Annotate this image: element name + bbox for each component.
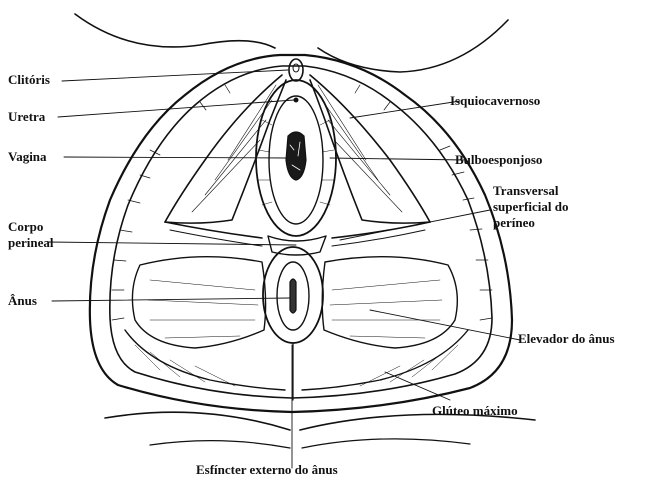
leader-vagina: [64, 157, 286, 158]
anal-opening: [290, 279, 296, 313]
label-corpo-perineal: Corpo perineal: [8, 219, 54, 251]
leader-clitoris: [62, 70, 288, 81]
label-transversal-line1: Transversal: [493, 183, 568, 199]
upper-skin-contour: [75, 14, 275, 48]
leader-elevador: [370, 310, 520, 340]
clitoris-shape: [289, 59, 303, 81]
pelvic-outline-inner: [110, 66, 492, 398]
label-bulboesponjoso: Bulboesponjoso: [455, 152, 542, 168]
urethra-opening: [294, 98, 298, 102]
label-corpo-perineal-line1: Corpo: [8, 219, 54, 235]
transverse-perineal-left: [165, 222, 262, 238]
gluteus-right: [302, 330, 468, 390]
gluteus-left: [125, 330, 285, 390]
leader-anus: [52, 298, 290, 301]
label-transversal-line3: períneo: [493, 215, 568, 231]
perineal-body: [268, 236, 326, 255]
transverse-perineal-right: [332, 222, 430, 238]
label-transversal: Transversal superficial do períneo: [493, 183, 568, 231]
gluteal-fold-right: [302, 439, 470, 448]
label-clitoris: Clitóris: [8, 72, 50, 88]
label-isquiocavernoso: Isquiocavernoso: [450, 93, 540, 109]
leader-corpo-perineal: [48, 242, 296, 245]
label-corpo-perineal-line2: perineal: [8, 235, 54, 251]
pelvic-outline-outer: [90, 55, 512, 412]
vaginal-opening: [286, 132, 306, 180]
label-gluteo: Glúteo máximo: [432, 403, 518, 419]
leader-transversal: [340, 210, 490, 240]
gluteal-fold-left: [150, 441, 290, 448]
label-esfincter: Esfíncter externo do ânus: [196, 462, 338, 478]
ischiocavernosus-right: [310, 75, 430, 223]
label-vagina: Vagina: [8, 149, 47, 165]
lower-skin-contour: [105, 412, 290, 430]
leader-gluteo: [385, 372, 450, 400]
label-elevador: Elevador do ânus: [518, 331, 615, 347]
leader-isquiocavernoso: [350, 101, 460, 118]
label-transversal-line2: superficial do: [493, 199, 568, 215]
label-uretra: Uretra: [8, 109, 45, 125]
label-anus: Ânus: [8, 293, 37, 309]
